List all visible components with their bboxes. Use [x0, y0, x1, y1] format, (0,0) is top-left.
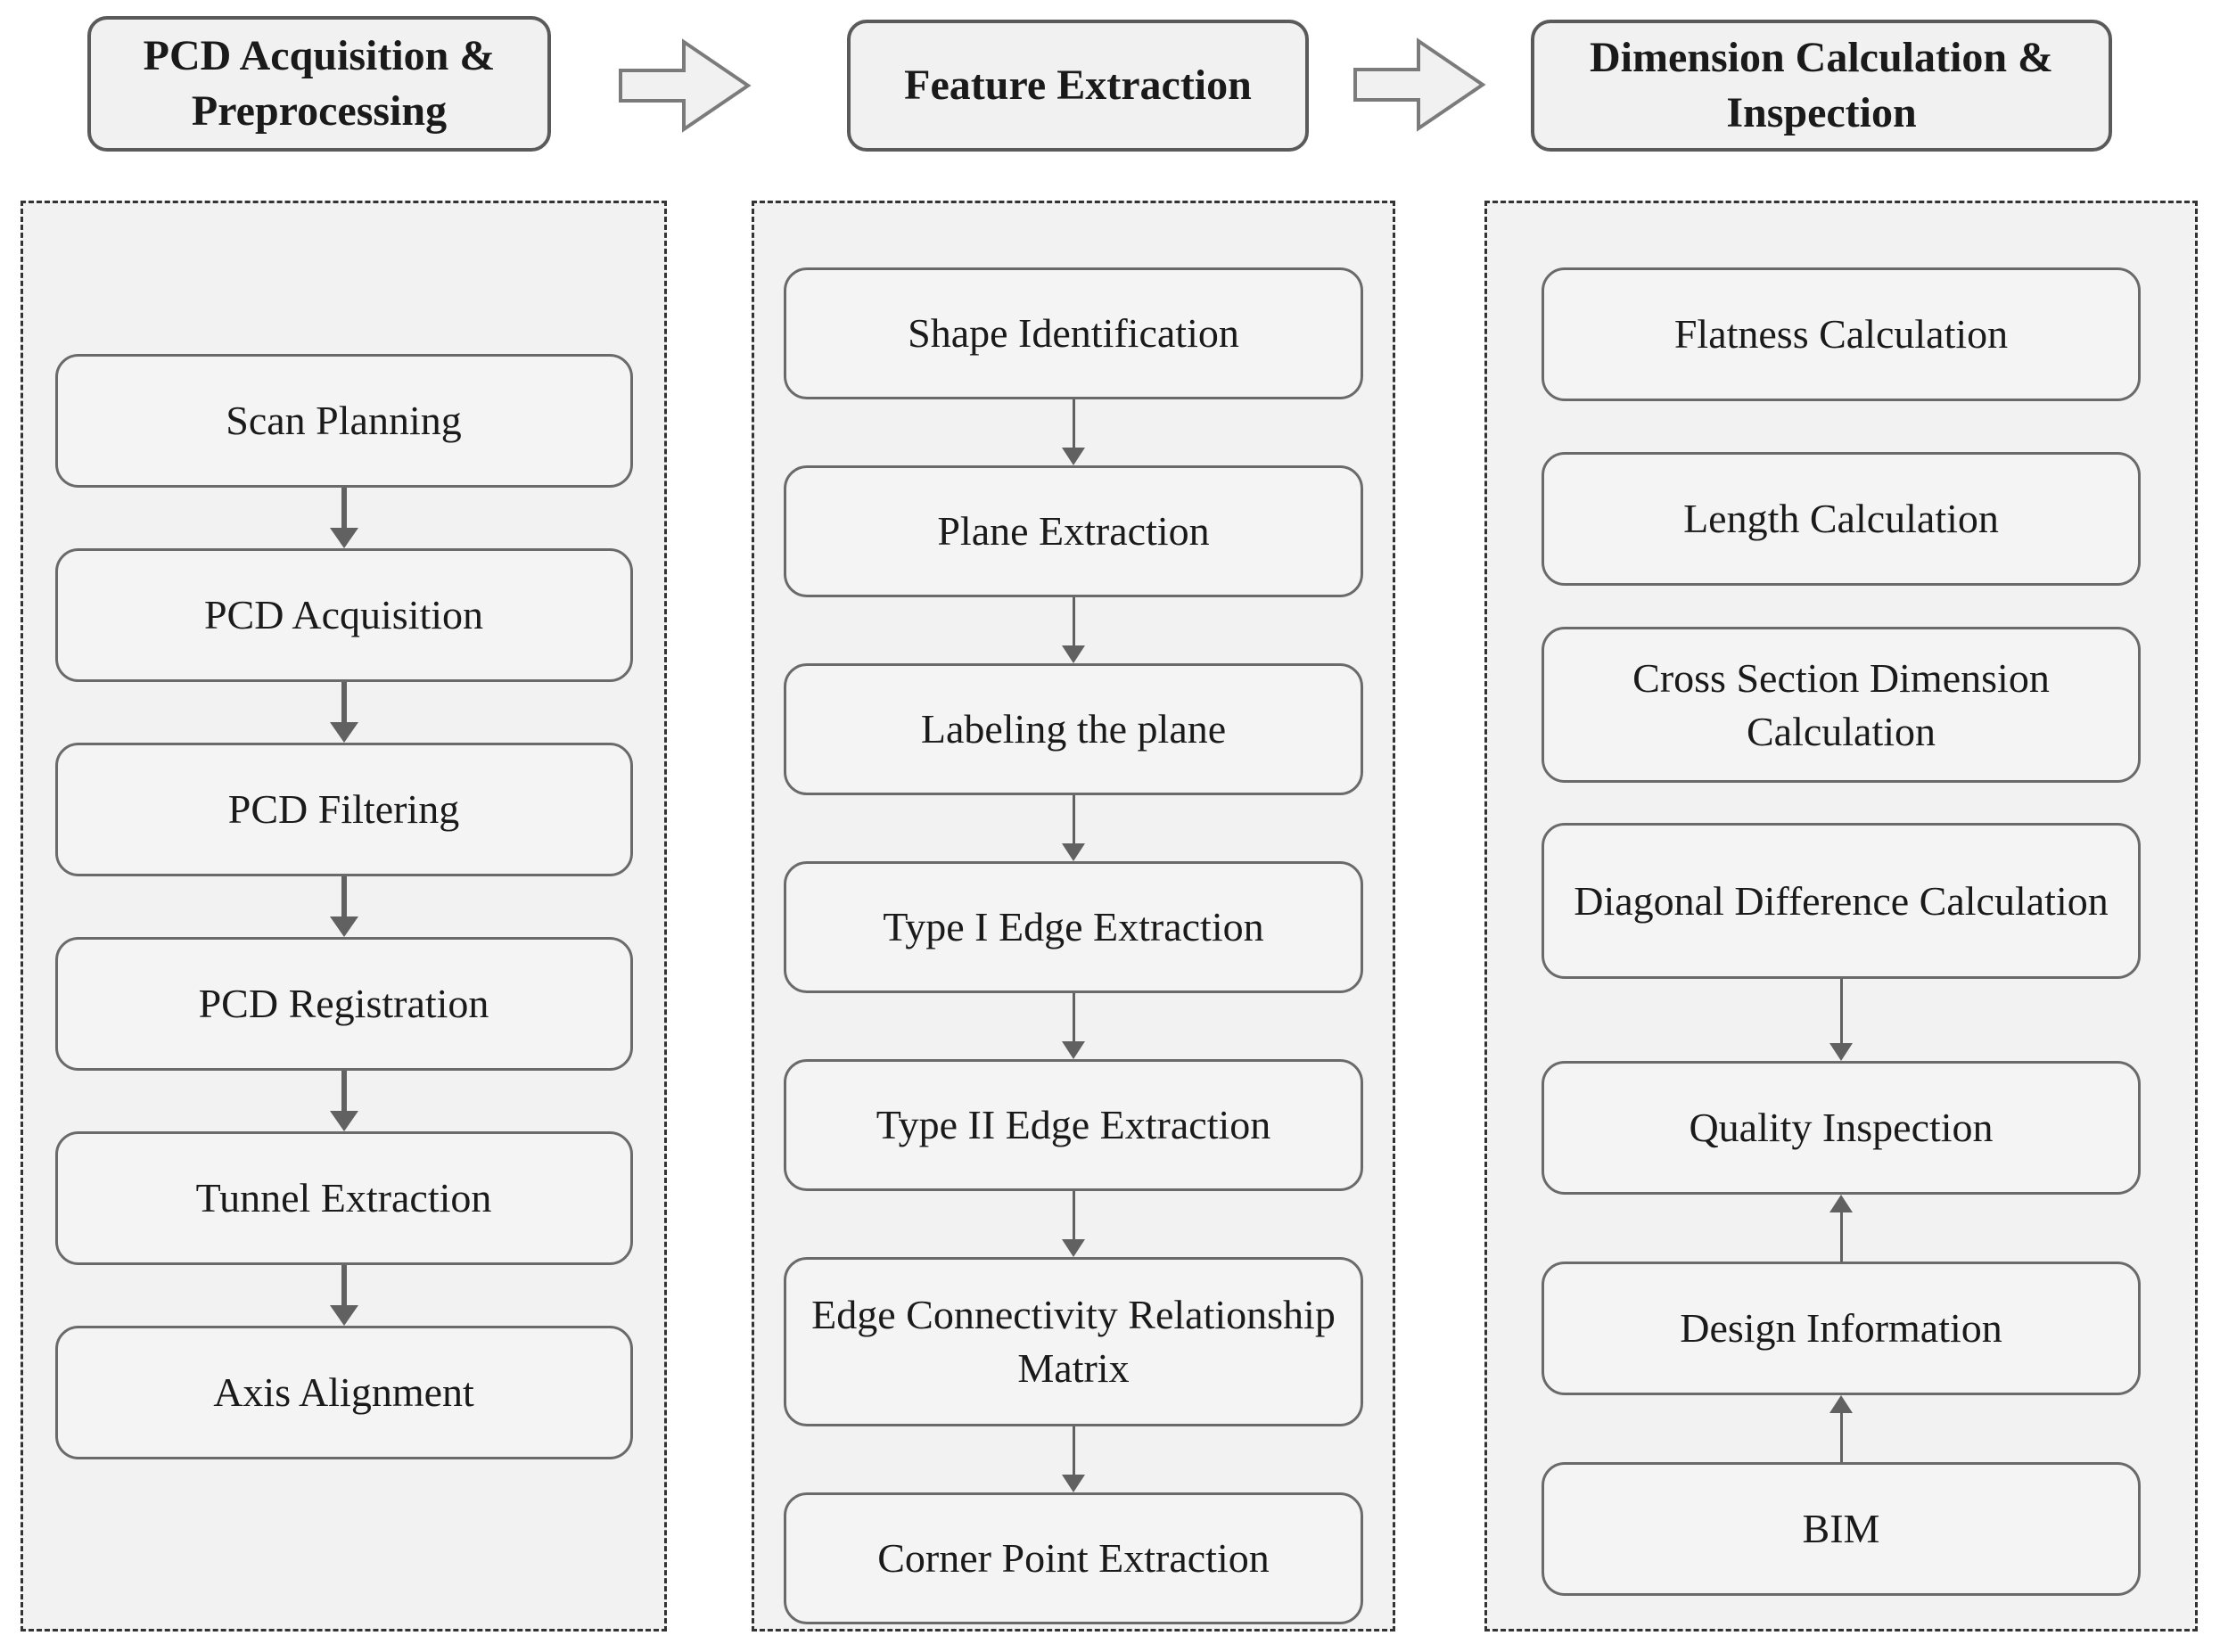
- node-pcd-registration: PCD Registration: [54, 937, 633, 1071]
- node-labeling-the-plane: Labeling the plane: [784, 663, 1363, 795]
- arrow-down-icon: [1062, 1191, 1085, 1257]
- node-pcd-acquisition: PCD Acquisition: [54, 548, 633, 682]
- arrow-down-icon: [1062, 795, 1085, 861]
- block-arrow-right-icon: [619, 38, 752, 133]
- node-length-calculation: Length Calculation: [1542, 452, 2141, 586]
- node-quality-inspection: Quality Inspection: [1542, 1061, 2141, 1195]
- node-pcd-filtering: PCD Filtering: [54, 743, 633, 876]
- arrow-down-icon: [329, 488, 358, 548]
- arrow-up-icon: [1829, 1195, 1853, 1262]
- node-edge-connectivity-relationship-matrix: Edge Connectivity Relationship Matrix: [784, 1257, 1363, 1426]
- arrow-down-icon: [329, 682, 358, 743]
- node-design-information: Design Information: [1542, 1262, 2141, 1395]
- header-pcd-acquisition-preprocessing: PCD Acquisition & Preprocessing: [87, 16, 551, 152]
- arrow-down-icon: [329, 876, 358, 937]
- header-dimension-calculation-inspection: Dimension Calculation & Inspection: [1531, 20, 2112, 152]
- node-axis-alignment: Axis Alignment: [54, 1326, 633, 1459]
- container-feature-extraction: Shape Identification Plane Extraction La…: [752, 201, 1395, 1631]
- node-bim: BIM: [1542, 1462, 2141, 1596]
- node-flatness-calculation: Flatness Calculation: [1542, 267, 2141, 401]
- arrow-down-icon: [1062, 597, 1085, 663]
- container-dimension-calculation-inspection: Flatness Calculation Length Calculation …: [1484, 201, 2198, 1631]
- arrow-down-icon: [1829, 979, 1853, 1061]
- node-type-ii-edge-extraction: Type II Edge Extraction: [784, 1059, 1363, 1191]
- arrow-down-icon: [329, 1071, 358, 1131]
- node-diagonal-difference-calculation: Diagonal Difference Calculation: [1542, 823, 2141, 979]
- arrow-down-icon: [329, 1265, 358, 1326]
- arrow-up-icon: [1829, 1395, 1853, 1462]
- arrow-down-icon: [1062, 399, 1085, 465]
- node-tunnel-extraction: Tunnel Extraction: [54, 1131, 633, 1265]
- container-pcd-acquisition-preprocessing: Scan Planning PCD Acquisition PCD Filter…: [21, 201, 667, 1631]
- block-arrow-right-icon: [1353, 37, 1486, 132]
- node-shape-identification: Shape Identification: [784, 267, 1363, 399]
- node-corner-point-extraction: Corner Point Extraction: [784, 1492, 1363, 1624]
- arrow-down-icon: [1062, 1426, 1085, 1492]
- node-scan-planning: Scan Planning: [54, 354, 633, 488]
- node-cross-section-dimension-calculation: Cross Section Dimension Calculation: [1542, 627, 2141, 783]
- node-type-i-edge-extraction: Type I Edge Extraction: [784, 861, 1363, 993]
- header-feature-extraction: Feature Extraction: [847, 20, 1309, 152]
- node-plane-extraction: Plane Extraction: [784, 465, 1363, 597]
- arrow-down-icon: [1062, 993, 1085, 1059]
